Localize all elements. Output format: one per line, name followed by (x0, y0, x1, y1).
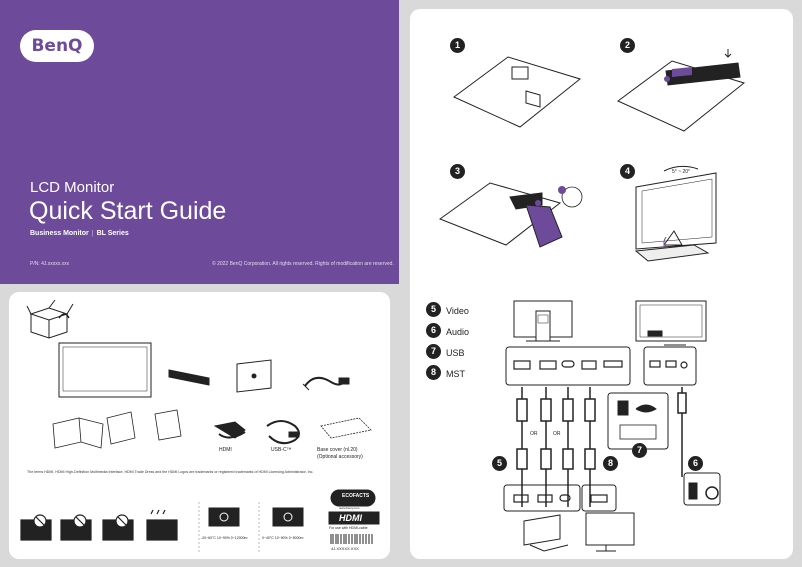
document-icon (52, 417, 104, 449)
callout-6: 6 (688, 456, 703, 471)
legend-7-number: 7 (426, 344, 441, 359)
mst-port-panel (581, 484, 617, 512)
usbc-cable-icon (266, 420, 300, 445)
ecofacts-sub: www.benq.com (339, 506, 360, 510)
operating-conditions: 0~40°C 10~90% 0~5000m (262, 536, 304, 540)
guide-title: Quick Start Guide (29, 197, 227, 225)
box-contents-card: HDMI USB-C™ Base cover (nl.20) (Optional… (9, 292, 390, 559)
storage-conditions: -20~60°C 10~90% 0~12000m (201, 536, 248, 540)
legend-audio: Audio (446, 327, 470, 337)
base-cover-label: Base cover (nl.20) (317, 447, 358, 453)
hdmi-logo-text: HDMI (339, 513, 362, 523)
port-panel-main (505, 346, 631, 386)
warning-icons (20, 509, 178, 541)
monitor-icon (58, 342, 152, 398)
audio-devices-illustration (683, 472, 721, 506)
video-cables (516, 387, 596, 507)
attach-base-illustration (438, 182, 583, 248)
setup-card: 1 2 3 4 5° ~ 20° 5 Video 6 Audio 7 USB 8… (410, 9, 793, 559)
hdmi-logo (328, 511, 380, 525)
trademark-notice: The terms HDMI, HDMI High-Definition Mul… (27, 470, 314, 474)
legend-6-number: 6 (426, 323, 441, 338)
callout-8: 8 (603, 456, 618, 471)
legend-mst: MST (446, 369, 465, 379)
setup-illustration (438, 49, 746, 552)
base-cover-note: (Optional accessory) (317, 454, 363, 460)
audio-cable (677, 387, 687, 477)
hdmi-cable-icon (213, 421, 246, 439)
series-a: Business Monitor (30, 230, 89, 237)
power-icon (208, 507, 240, 527)
barcode (330, 534, 373, 544)
second-monitor-illustration (585, 512, 635, 552)
or-label: OR (553, 431, 561, 437)
monitor-rear-illustration (513, 300, 707, 346)
legend-8-number: 8 (426, 365, 441, 380)
power-icon (272, 507, 304, 527)
copyright: © 2022 BenQ Corporation. All rights rese… (212, 261, 394, 267)
tilt-monitor-illustration (634, 165, 717, 262)
brand-logo: BenQ (20, 30, 94, 62)
open-box-icon (26, 299, 74, 339)
step-4-number: 4 (620, 164, 635, 179)
step-2-number: 2 (620, 38, 635, 53)
monitor-face-down-illustration (453, 56, 582, 128)
series-b: BL Series (96, 230, 129, 237)
hdmi-tagline: For use with HDMI-cable (329, 526, 368, 530)
usbc-label: USB-C™ (271, 447, 292, 453)
computer-illustration (523, 514, 569, 552)
document-icon (106, 411, 136, 445)
ecofacts-text: ECOFACTS (342, 493, 370, 499)
legend-5-number: 5 (426, 302, 441, 317)
legend-video: Video (446, 306, 469, 316)
callout-5: 5 (492, 456, 507, 471)
usb-peripherals-illustration (607, 392, 669, 450)
doc-code: P/N: 4J.xxxxx.xxx (30, 261, 70, 267)
stand-arm-icon (168, 369, 210, 386)
pc-port-panel (503, 484, 581, 512)
box-contents-illustration (20, 299, 380, 552)
product-name: LCD Monitor (30, 179, 115, 196)
port-panel-side (643, 346, 697, 386)
document-icon (154, 409, 182, 441)
base-cover-icon (320, 417, 372, 439)
power-cord-icon (302, 376, 350, 391)
legend-usb: USB (446, 348, 465, 358)
stand-base-icon (236, 359, 272, 393)
or-label: OR (530, 431, 538, 437)
hdmi-label: HDMI (219, 447, 232, 453)
ecofacts-badge (330, 489, 376, 507)
barcode-text: 4J.XXXXX.XXX (331, 546, 359, 551)
attach-stand-arm-illustration (617, 49, 746, 132)
series-separator: | (91, 230, 94, 237)
cover-panel: BenQ LCD Monitor Quick Start Guide Busin… (0, 0, 399, 284)
step-3-number: 3 (450, 164, 465, 179)
step-1-number: 1 (450, 38, 465, 53)
series-line: Business Monitor|BL Series (30, 230, 129, 237)
tilt-range: 5° ~ 20° (672, 169, 691, 175)
callout-7: 7 (632, 443, 647, 458)
